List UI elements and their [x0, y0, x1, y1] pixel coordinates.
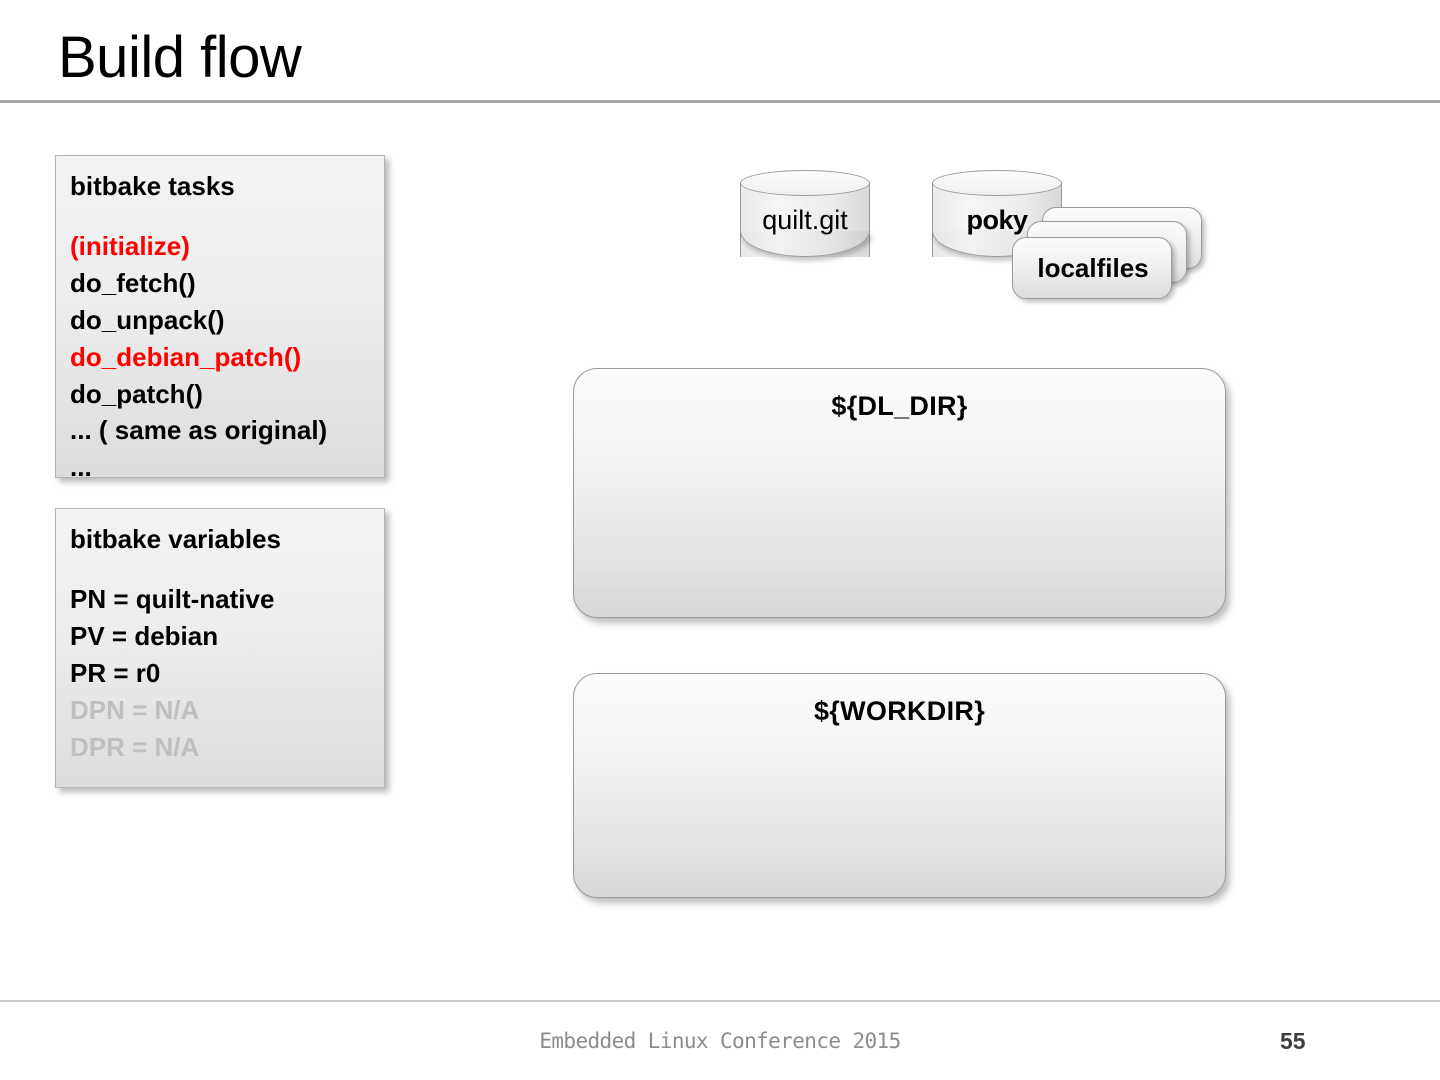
bitbake-variables-list: PN = quilt-native PV = debian PR = r0 DP… — [70, 581, 370, 766]
workdir-box: ${WORKDIR} — [573, 673, 1226, 898]
footer-divider — [0, 1000, 1440, 1002]
footer-conference-name: Embedded Linux Conference 2015 — [539, 1029, 901, 1053]
task-line-ellipsis: ... — [70, 452, 92, 483]
page-number: 55 — [1280, 1028, 1306, 1054]
task-line-do-patch: do_patch() — [70, 378, 203, 409]
bitbake-tasks-list: (initialize) do_fetch() do_unpack() do_d… — [70, 228, 370, 486]
variable-line-dpr: DPR = N/A — [70, 731, 200, 762]
bitbake-variables-heading: bitbake variables — [70, 524, 281, 554]
task-line-initialize: (initialize) — [70, 230, 190, 261]
dl-dir-label: ${DL_DIR} — [831, 391, 968, 421]
bitbake-variables-box: bitbake variables PN = quilt-native PV =… — [55, 508, 385, 788]
variable-line-pv: PV = debian — [70, 620, 219, 651]
task-line-do-debian-patch: do_debian_patch() — [70, 341, 302, 372]
header-divider — [0, 100, 1440, 103]
bitbake-tasks-box: bitbake tasks (initialize) do_fetch() do… — [55, 155, 385, 482]
cylinder-top-icon — [932, 170, 1062, 196]
bitbake-tasks-heading: bitbake tasks — [70, 171, 235, 201]
dl-dir-box: ${DL_DIR} — [573, 368, 1226, 618]
cylinder-top-icon — [740, 170, 870, 196]
variable-line-dpn: DPN = N/A — [70, 694, 200, 725]
localfiles-label: localfiles — [1037, 252, 1149, 283]
cylinder-label-poky: poky — [966, 204, 1028, 235]
workdir-label: ${WORKDIR} — [813, 696, 985, 726]
localfiles-card-stack: localfiles — [1012, 207, 1202, 302]
page-title: Build flow — [58, 25, 302, 90]
task-line-same-as-original: ... ( same as original) — [70, 415, 328, 446]
database-cylinder-quilt-git: quilt.git — [740, 170, 870, 270]
variable-line-pn: PN = quilt-native — [70, 583, 275, 614]
database-cylinder-poky: poky — [932, 170, 1062, 270]
cylinder-label-quilt-git: quilt.git — [762, 204, 848, 235]
task-line-do-fetch: do_fetch() — [70, 267, 196, 298]
variable-line-pr: PR = r0 — [70, 657, 161, 688]
localfiles-card-front: localfiles — [1012, 237, 1172, 299]
task-line-do-unpack: do_unpack() — [70, 304, 225, 335]
